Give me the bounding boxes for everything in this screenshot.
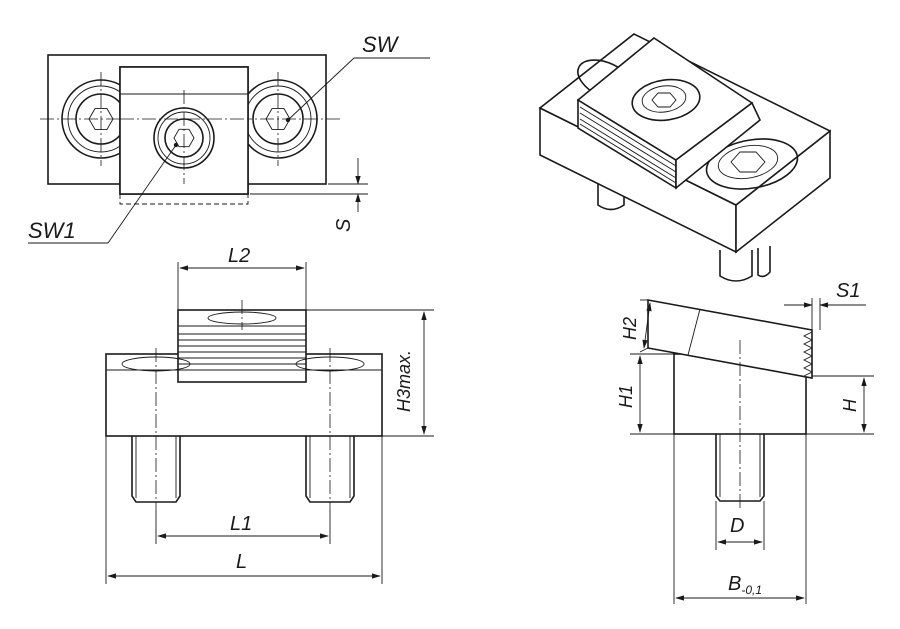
front-view (105, 262, 434, 584)
label-d: D (730, 515, 744, 537)
label-h: H (840, 398, 860, 412)
label-l2: L2 (228, 245, 250, 267)
label-b: B-0,1 (728, 573, 762, 597)
label-l1: L1 (230, 513, 252, 535)
top-view (28, 54, 430, 244)
label-s1: S1 (836, 280, 860, 302)
label-sw: SW (362, 32, 400, 57)
label-sw1: SW1 (28, 218, 76, 243)
label-h1: H1 (616, 385, 636, 408)
label-h3max: H3max. (394, 350, 414, 412)
label-l: L (236, 551, 247, 573)
label-h2: H2 (620, 317, 640, 340)
label-s: S (333, 218, 355, 232)
side-view (630, 298, 874, 604)
label-b-subscript: -0,1 (741, 583, 762, 597)
isometric-view (538, 33, 832, 282)
label-b-main: B (728, 573, 741, 595)
